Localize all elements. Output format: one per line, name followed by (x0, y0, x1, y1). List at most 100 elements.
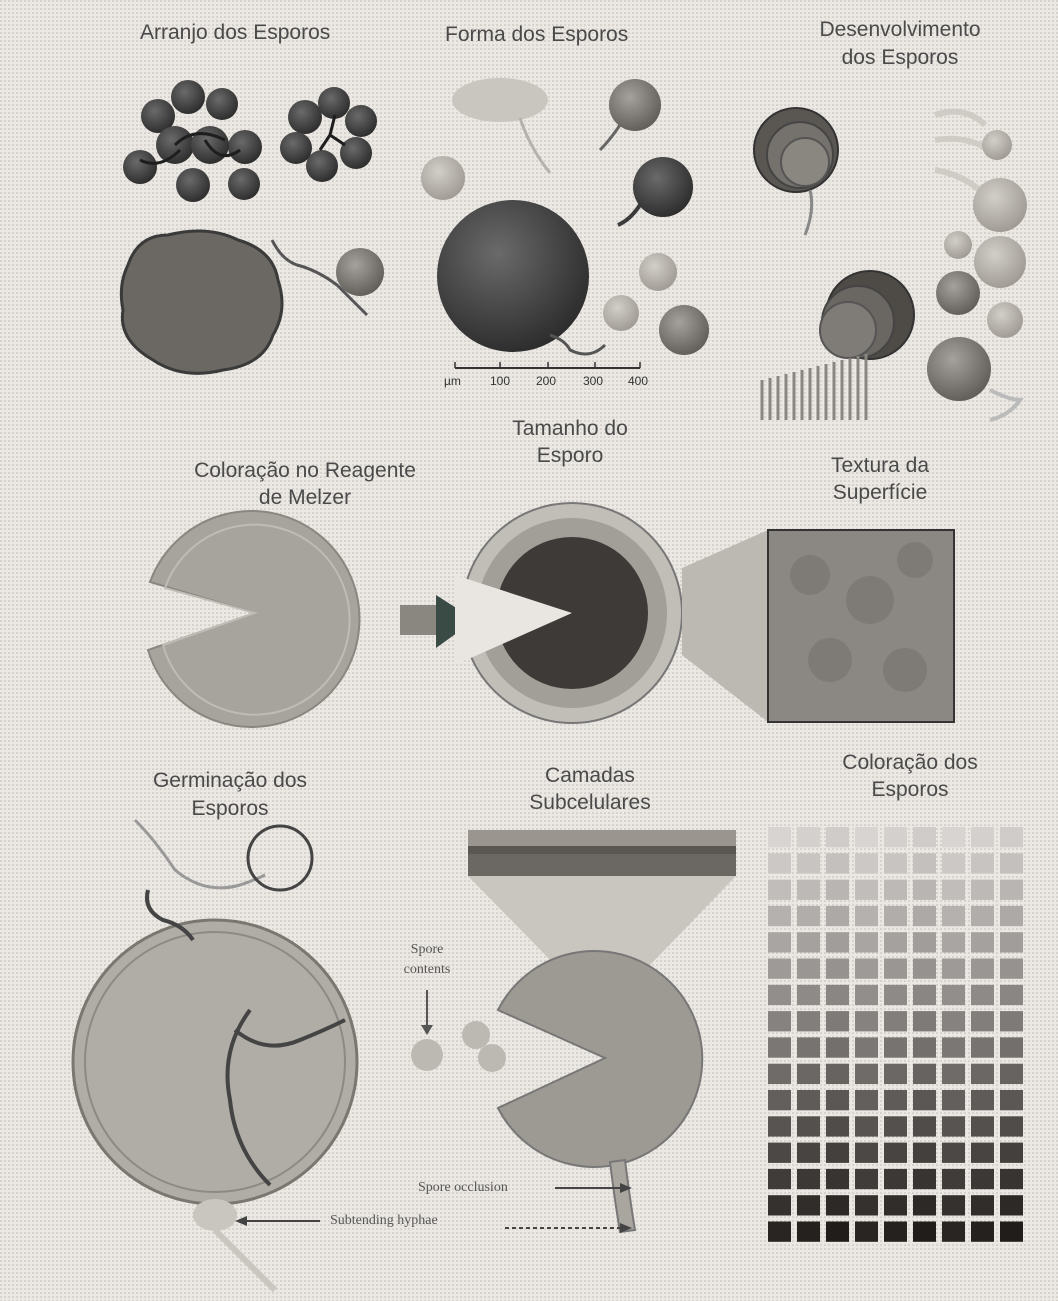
color-swatch (826, 1143, 849, 1163)
color-swatch (1000, 959, 1023, 979)
color-swatch (942, 1011, 965, 1031)
color-swatch (826, 985, 849, 1005)
color-swatch (768, 1222, 791, 1242)
color-swatch (913, 985, 936, 1005)
color-swatch (913, 1064, 936, 1084)
color-swatch (855, 1064, 878, 1084)
surface-texture-square (768, 530, 954, 722)
color-swatch (797, 1143, 820, 1163)
label-tamanho-1: Tamanho do (470, 416, 670, 441)
color-swatch (884, 1037, 907, 1057)
color-swatch (855, 1011, 878, 1031)
label-forma: Forma dos Esporos (445, 22, 628, 47)
color-swatch (826, 1064, 849, 1084)
color-swatch (826, 1011, 849, 1031)
color-swatch (942, 932, 965, 952)
scale-tick-400: 400 (628, 374, 648, 388)
color-swatch (913, 1037, 936, 1057)
color-swatch (768, 1195, 791, 1215)
color-swatch (768, 985, 791, 1005)
color-swatch (768, 1169, 791, 1189)
color-swatch (1000, 1090, 1023, 1110)
scale-tick-300: 300 (583, 374, 603, 388)
color-swatch (942, 1195, 965, 1215)
color-swatch (971, 1169, 994, 1189)
color-swatch (1000, 827, 1023, 847)
color-swatch (768, 853, 791, 873)
color-swatch (797, 959, 820, 979)
color-swatch (855, 959, 878, 979)
color-swatch (855, 1169, 878, 1189)
color-swatch (971, 1090, 994, 1110)
color-swatch (884, 1090, 907, 1110)
color-swatch (913, 827, 936, 847)
color-swatch (1000, 1143, 1023, 1163)
color-swatch (971, 985, 994, 1005)
color-swatch (971, 1116, 994, 1136)
color-swatch (1000, 906, 1023, 926)
label-textura-2: Superfície (780, 480, 980, 505)
color-swatch (971, 1222, 994, 1242)
color-swatch (855, 880, 878, 900)
color-swatch (1000, 1195, 1023, 1215)
color-swatch (971, 1037, 994, 1057)
color-swatch (826, 959, 849, 979)
color-swatch (1000, 853, 1023, 873)
color-swatch (971, 1011, 994, 1031)
label-spore-occlusion: Spore occlusion (418, 1180, 508, 1196)
color-swatch (942, 1169, 965, 1189)
color-swatch (1000, 1222, 1023, 1242)
color-swatch (942, 1116, 965, 1136)
color-swatch (884, 827, 907, 847)
sporocarp (121, 231, 282, 373)
color-swatch (768, 932, 791, 952)
color-swatch (826, 906, 849, 926)
color-swatch (855, 853, 878, 873)
color-swatch (913, 1116, 936, 1136)
color-swatch (797, 827, 820, 847)
color-swatch (1000, 1037, 1023, 1057)
color-swatch (884, 1116, 907, 1136)
color-swatch (826, 853, 849, 873)
color-swatch (768, 880, 791, 900)
color-swatch (826, 880, 849, 900)
label-tamanho-2: Esporo (470, 443, 670, 468)
color-swatch (884, 1011, 907, 1031)
color-swatch (855, 985, 878, 1005)
color-swatch (826, 932, 849, 952)
color-swatch (913, 1195, 936, 1215)
color-swatch (768, 959, 791, 979)
label-melzer-1: Coloração no Reagente (165, 458, 445, 483)
label-coloracao-esporos-2: Esporos (810, 777, 1010, 802)
color-swatch (768, 1037, 791, 1057)
color-swatch (913, 1169, 936, 1189)
color-swatch (884, 1195, 907, 1215)
color-swatch (797, 1195, 820, 1215)
color-swatch (971, 932, 994, 952)
color-swatch (768, 1116, 791, 1136)
color-swatch (1000, 932, 1023, 952)
color-swatch (884, 853, 907, 873)
label-germinacao-2: Esporos (130, 796, 330, 821)
color-swatch (942, 985, 965, 1005)
label-spore-contents-2: contents (385, 962, 469, 978)
color-swatch (826, 827, 849, 847)
color-swatch (826, 1195, 849, 1215)
color-swatch (826, 1116, 849, 1136)
label-desenvolvimento-1: Desenvolvimento (800, 17, 1000, 42)
color-swatch (884, 1143, 907, 1163)
color-swatch (942, 906, 965, 926)
color-swatch (942, 959, 965, 979)
color-swatch (884, 1222, 907, 1242)
color-swatch (971, 827, 994, 847)
label-desenvolvimento-2: dos Esporos (800, 45, 1000, 70)
color-swatch (913, 853, 936, 873)
color-swatch (768, 1064, 791, 1084)
color-swatch (971, 1143, 994, 1163)
color-swatch (1000, 1011, 1023, 1031)
color-swatch (826, 1037, 849, 1057)
label-textura-1: Textura da (780, 453, 980, 478)
label-subtending-hyphae: Subtending hyphae (330, 1213, 438, 1229)
color-swatch (913, 1011, 936, 1031)
color-swatch (797, 1064, 820, 1084)
